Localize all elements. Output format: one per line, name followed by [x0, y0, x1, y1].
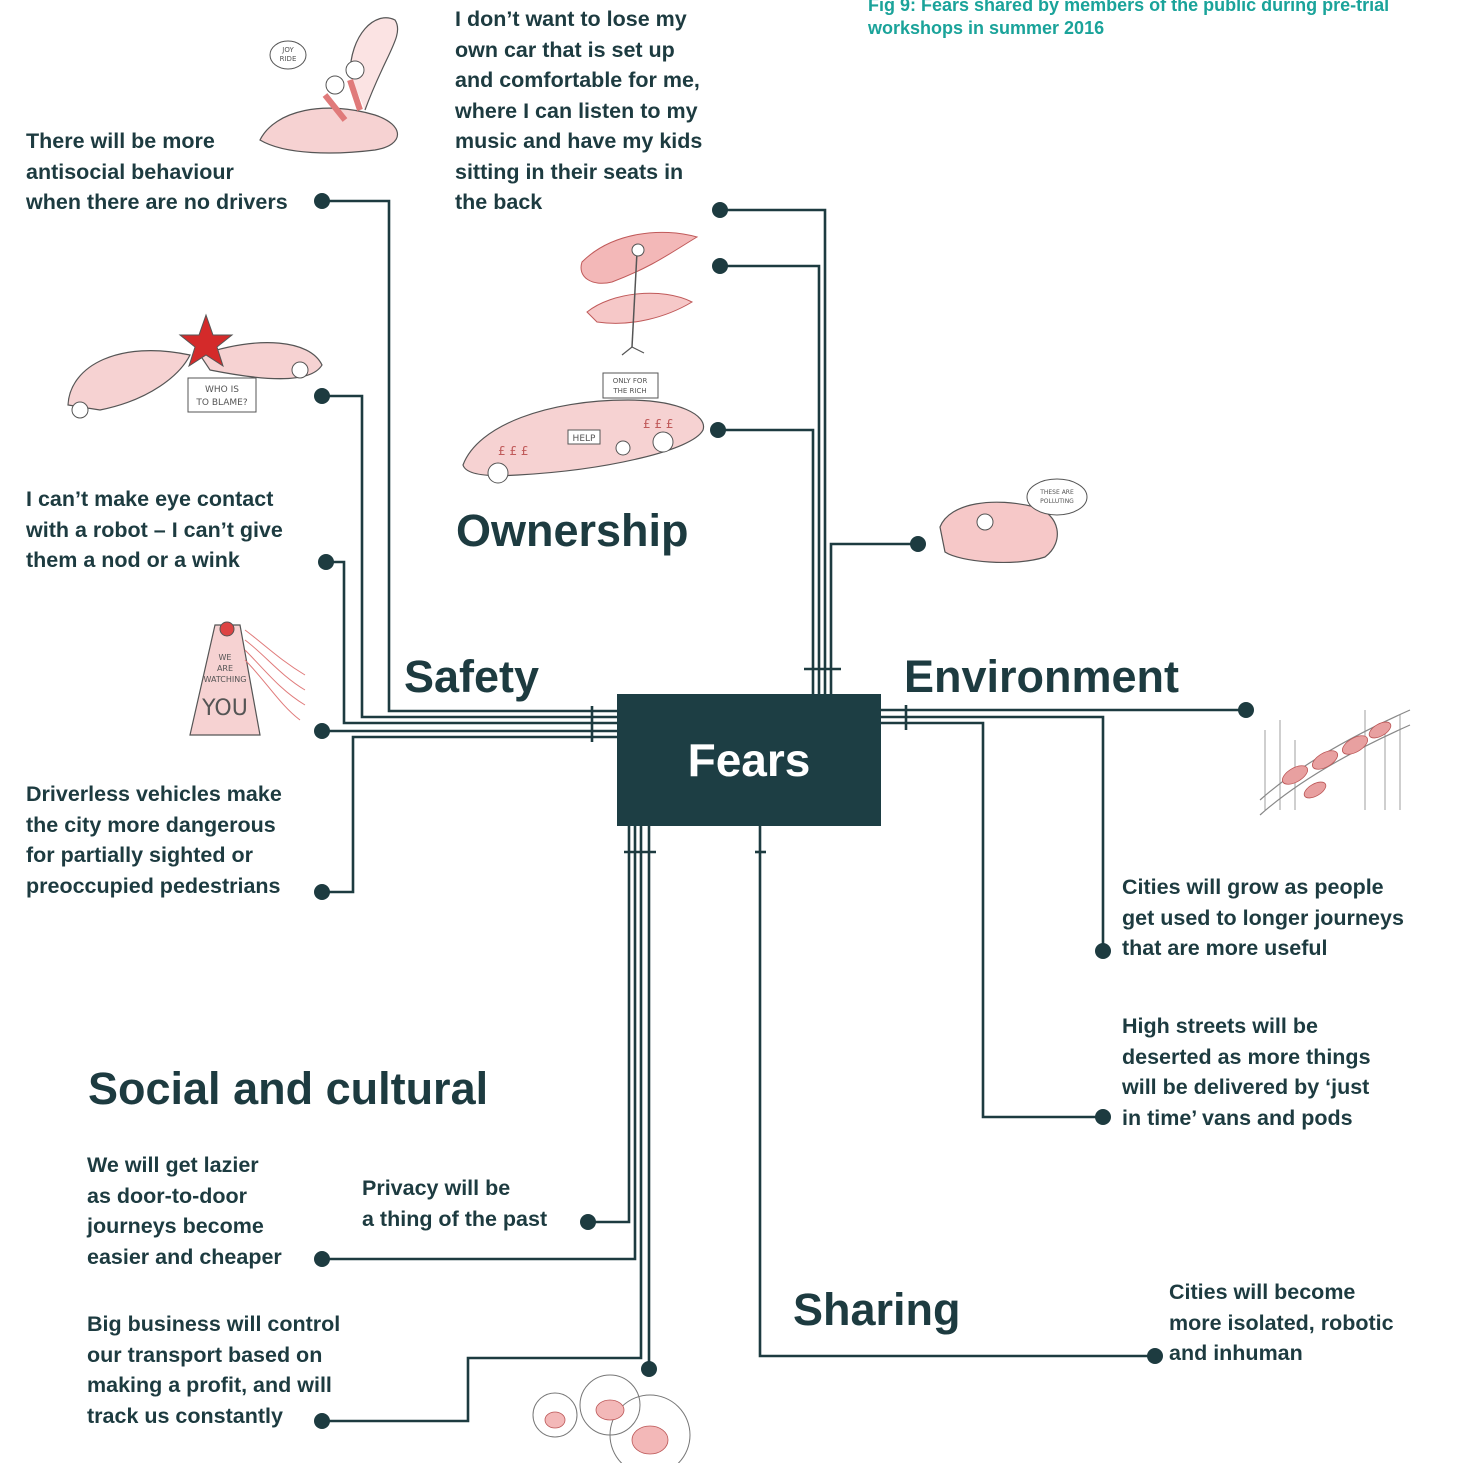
line-big-business [322, 826, 643, 1423]
dot-pollution [910, 536, 926, 552]
quote-cities-grow: Cities will grow as people get used to l… [1122, 875, 1404, 960]
category-sharing: Sharing [793, 1284, 961, 1335]
svg-text:HELP: HELP [573, 434, 596, 444]
dot-bubbles [641, 1361, 657, 1377]
quote-high-streets: High streets will be deserted as more th… [1122, 1014, 1371, 1130]
fears-center-box: Fears [617, 694, 881, 826]
svg-text:THE RICH: THE RICH [612, 387, 646, 395]
line-loss [720, 264, 821, 694]
line-eye-contact [326, 560, 617, 725]
quote-privacy: Privacy will be a thing of the past [362, 1176, 548, 1231]
line-own-car [720, 208, 827, 694]
rich-car-illustration: ONLY FOR THE RICH HELP £ £ £ £ £ £ [462, 372, 705, 484]
dot-dangerous [314, 884, 330, 900]
svg-text:JOY: JOY [281, 46, 294, 54]
line-lazier [322, 826, 637, 1261]
svg-text:WATCHING: WATCHING [204, 675, 247, 684]
dot-own-car [712, 202, 728, 218]
loss-of-control-illustration [580, 231, 699, 356]
flying-vehicles-illustration [1259, 709, 1411, 816]
dot-eye-contact [318, 554, 334, 570]
category-social-cultural: Social and cultural [88, 1063, 489, 1114]
quote-own-car: I don’t want to lose my own car that is … [455, 7, 703, 214]
dot-privacy [580, 1214, 596, 1230]
line-high-streets [881, 721, 1103, 1119]
figure-caption: Fig 9: Fears shared by members of the pu… [868, 0, 1390, 38]
joyride-car-illustration: JOY RIDE [259, 17, 399, 154]
dot-blame [314, 388, 330, 404]
line-dangerous [322, 735, 617, 894]
dot-high-streets [1095, 1109, 1111, 1125]
quote-antisocial: There will be more antisocial behaviour … [26, 129, 288, 214]
surveillance-camera-illustration: WE ARE WATCHING YOU [189, 621, 306, 736]
dot-cities-grow [1095, 943, 1111, 959]
quote-eye-contact: I can’t make eye contact with a robot – … [26, 487, 283, 572]
category-environment: Environment [904, 651, 1180, 702]
category-ownership: Ownership [456, 505, 689, 556]
svg-text:WHO IS: WHO IS [205, 385, 239, 395]
dot-flying [1238, 702, 1254, 718]
dot-rich [710, 422, 726, 438]
quote-isolated: Cities will become more isolated, roboti… [1169, 1280, 1394, 1365]
dot-lazier [314, 1251, 330, 1267]
category-safety: Safety [404, 651, 540, 702]
svg-text:POLLUTING: POLLUTING [1040, 498, 1074, 505]
line-cities-grow [881, 715, 1105, 951]
svg-text:THESE ARE: THESE ARE [1039, 489, 1074, 496]
svg-text:ARE: ARE [217, 664, 233, 673]
dot-watching [314, 723, 330, 739]
quote-dangerous: Driverless vehicles make the city more d… [26, 782, 282, 898]
dot-loss [712, 258, 728, 274]
line-isolated [758, 826, 1155, 1358]
svg-text:YOU: YOU [201, 696, 248, 721]
polluting-car-illustration: THESE ARE POLLUTING [939, 478, 1088, 564]
svg-text:ONLY FOR: ONLY FOR [613, 377, 648, 385]
dot-antisocial [314, 193, 330, 209]
line-rich [718, 428, 815, 694]
center-label: Fears [687, 734, 811, 786]
line-antisocial [322, 199, 617, 713]
svg-text:WE: WE [219, 653, 232, 662]
dot-isolated [1147, 1348, 1163, 1364]
dot-big-business [314, 1413, 330, 1429]
svg-text:TO BLAME?: TO BLAME? [195, 398, 247, 408]
bubbles-illustration [532, 1374, 691, 1463]
crash-cars-illustration: WHO IS TO BLAME? [67, 313, 323, 419]
line-pollution [829, 542, 918, 694]
svg-text:£ £ £: £ £ £ [643, 417, 674, 431]
line-blame [322, 394, 617, 719]
quote-lazier: We will get lazier as door-to-door journ… [87, 1153, 282, 1269]
svg-text:£ £ £: £ £ £ [498, 444, 529, 458]
quote-big-business: Big business will control our transport … [87, 1312, 341, 1428]
svg-text:RIDE: RIDE [280, 55, 297, 63]
line-privacy [588, 826, 631, 1224]
